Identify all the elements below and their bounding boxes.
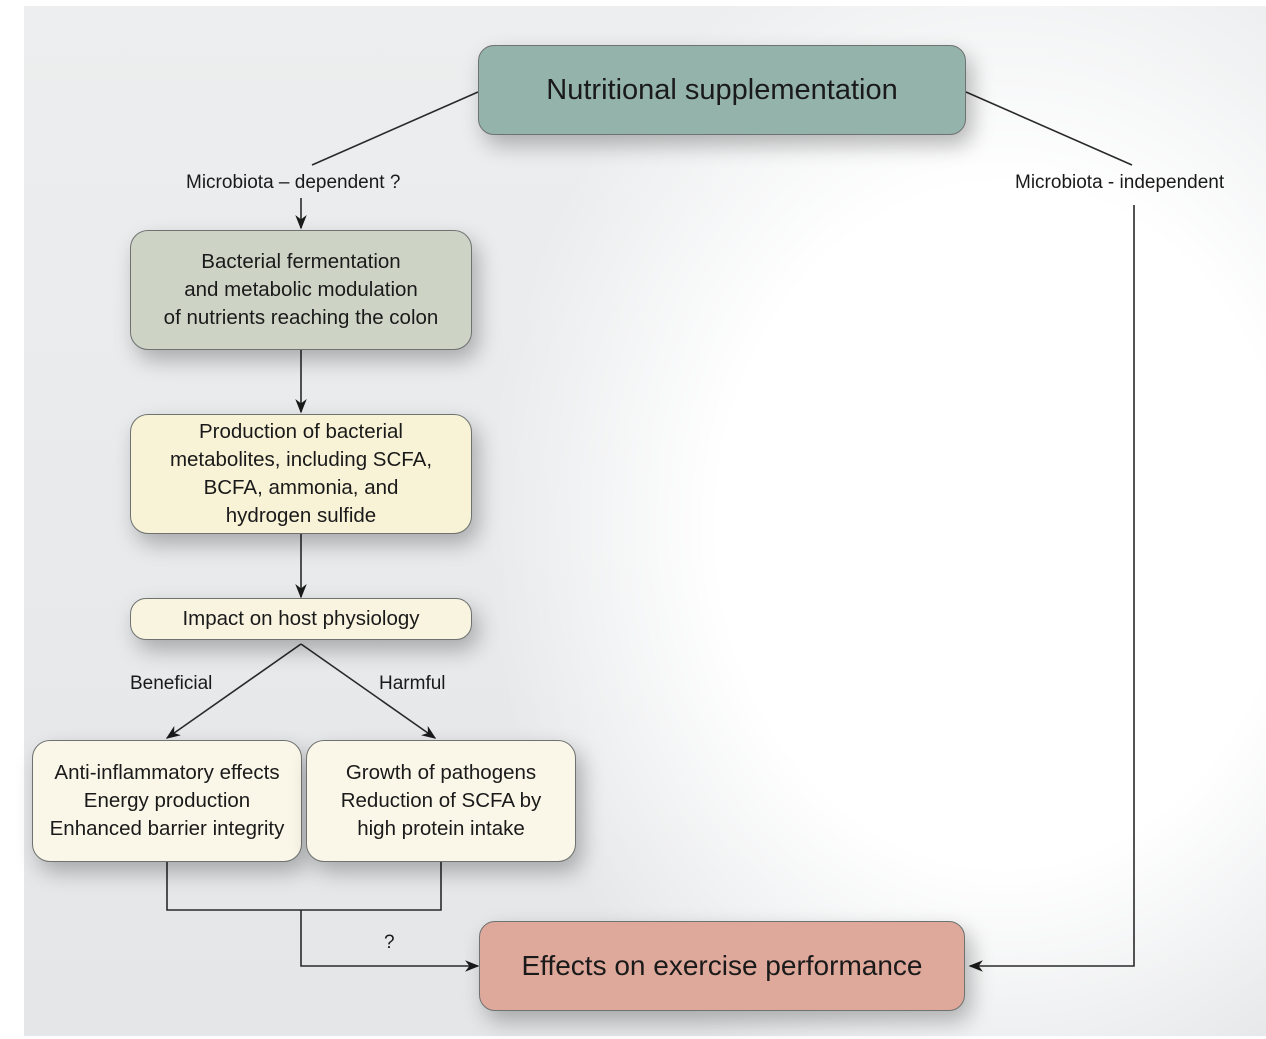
edge-effects-merge bbox=[166, 862, 442, 911]
edge-physiology-to-harmful bbox=[300, 643, 437, 739]
edge-physiology-to-beneficial bbox=[165, 643, 302, 739]
node-text: Impact on host physiology bbox=[182, 607, 420, 630]
node-bacterial-metabolites: Production of bacterial metabolites, inc… bbox=[130, 414, 472, 534]
node-harmful-effects: Growth of pathogens Reduction of SCFA by… bbox=[306, 740, 576, 862]
node-exercise-performance: Effects on exercise performance bbox=[479, 921, 965, 1011]
edge-independent-to-exercise bbox=[968, 205, 1135, 972]
label-uncertain-link: ? bbox=[384, 932, 395, 953]
node-nutritional-supplementation: Nutritional supplementation bbox=[478, 45, 966, 135]
node-text: Effects on exercise performance bbox=[521, 950, 923, 981]
node-bacterial-fermentation: Bacterial fermentation and metabolic mod… bbox=[130, 230, 472, 350]
node-text: Nutritional supplementation bbox=[546, 73, 898, 106]
label-beneficial: Beneficial bbox=[130, 673, 213, 694]
node-host-physiology: Impact on host physiology bbox=[130, 598, 472, 640]
edge-supplement-to-dependent bbox=[311, 91, 479, 166]
label-harmful: Harmful bbox=[379, 673, 446, 694]
label-microbiota-dependent: Microbiota – dependent ? bbox=[186, 172, 401, 193]
edge-merge-to-exercise bbox=[300, 910, 480, 972]
label-microbiota-independent: Microbiota - independent bbox=[1015, 172, 1225, 193]
edge-supplement-to-independent bbox=[965, 91, 1133, 166]
node-text: Anti-inflammatory effects Energy product… bbox=[49, 761, 285, 840]
node-text: Growth of pathogens Reduction of SCFA by… bbox=[340, 761, 542, 840]
node-text: Production of bacterial metabolites, inc… bbox=[169, 420, 433, 527]
node-text: Bacterial fermentation and metabolic mod… bbox=[163, 250, 439, 329]
node-beneficial-effects: Anti-inflammatory effects Energy product… bbox=[32, 740, 302, 862]
